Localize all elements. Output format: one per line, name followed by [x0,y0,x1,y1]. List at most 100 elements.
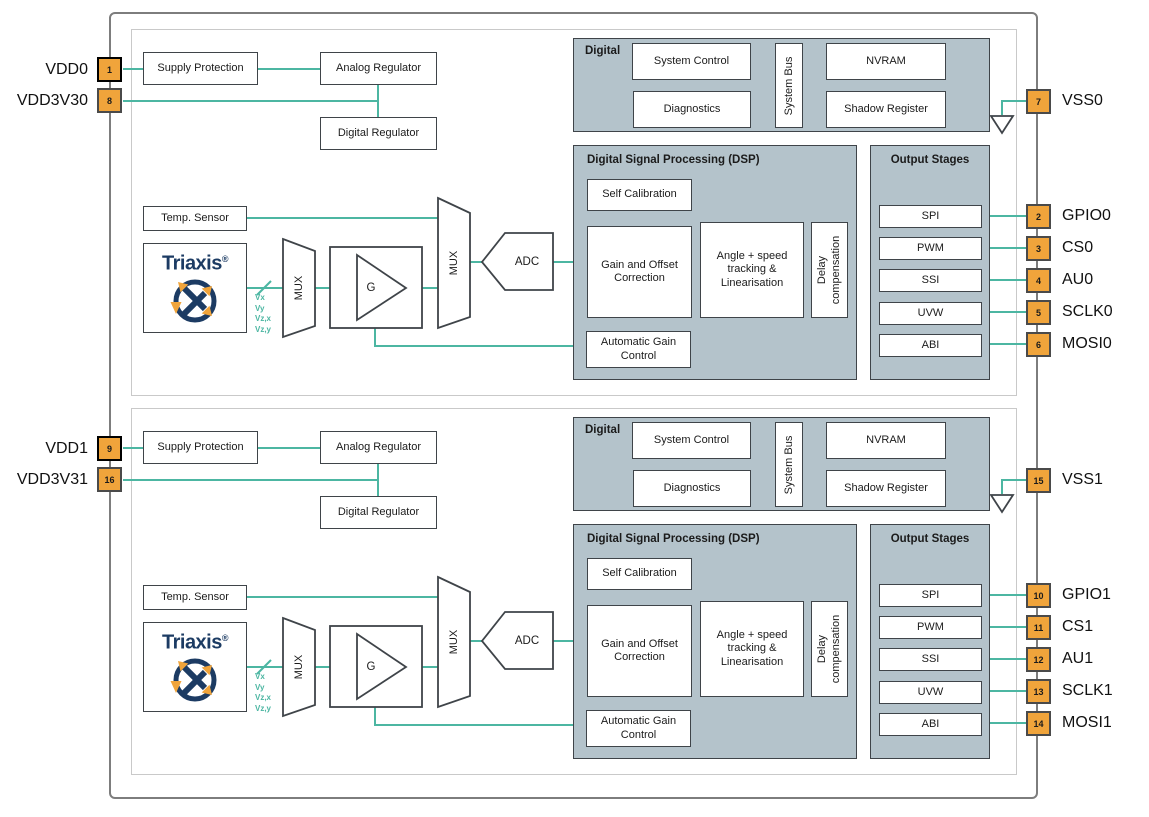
triaxis-wordmark: Triaxis [161,631,222,654]
delay-compensation-block [811,222,848,318]
delay-compensation-label: Delay compensation [815,222,845,318]
dsp-block-title: Digital Signal Processing (DSP) [587,533,760,545]
adc-label: ADC [514,256,540,268]
system-bus-block [775,43,803,128]
die-1: Supply Protection Analog Regulator Digit… [131,408,1017,775]
self-calibration-block: Self Calibration [587,179,692,211]
pin-number: 11 [1033,622,1044,633]
chip-outline [109,12,1038,799]
pin-number: 2 [1035,211,1041,222]
system-bus-block [775,422,803,507]
pin-number: 13 [1033,686,1044,697]
pin-label-au0: AU0 [1062,271,1094,288]
output-ssi: SSI [879,269,982,292]
output-spi: SPI [879,584,982,607]
pin-number: 3 [1035,243,1041,254]
pin-label-vdd3v31: VDD3V31 [16,471,88,488]
pin-number: 15 [1033,475,1044,486]
output-ssi: SSI [879,648,982,671]
pin-6: 6 [1026,332,1051,357]
signal-vzx: Vz,x [255,314,272,323]
output-uvw: UVW [879,302,982,325]
system-control-block: System Control [632,43,751,80]
pin-5: 5 [1026,300,1051,325]
delay-compensation-label: Delay compensation [815,601,845,697]
triaxis-logo-icon [170,279,217,323]
pin-number: 7 [1035,96,1041,107]
pin-number: 5 [1035,307,1041,318]
pin-1: 1 [97,57,122,82]
output-abi: ABI [879,334,982,357]
pin-8: 8 [97,88,122,113]
mux-front-label: MUX [293,275,305,301]
signal-vx: Vx [255,293,265,302]
analog-regulator-block: Analog Regulator [320,52,437,85]
system-bus-label: System Bus [783,435,795,495]
system-bus-label: System Bus [783,56,795,116]
output-stages-title: Output Stages [890,533,970,545]
output-pwm: PWM [879,237,982,260]
pin-label-mosi1: MOSI1 [1062,714,1112,731]
adc-label: ADC [514,635,540,647]
temp-sensor-block: Temp. Sensor [143,206,247,231]
nvram-block: NVRAM [826,43,946,80]
pin-number: 6 [1035,339,1041,350]
pin-15: 15 [1026,468,1051,493]
digital-regulator-block: Digital Regulator [320,117,437,150]
shadow-register-block: Shadow Register [826,91,946,128]
pin-number: 1 [106,64,112,75]
pin-label-gpio1: GPIO1 [1062,586,1111,603]
pin-number: 14 [1033,718,1044,729]
delay-label-line2: compensation [830,235,842,305]
pin-9: 9 [97,436,122,461]
gain-label: G [366,661,376,673]
output-stages-title: Output Stages [890,154,970,166]
diagnostics-block: Diagnostics [633,470,751,507]
pin-10: 10 [1026,583,1051,608]
pin-label-vdd1: VDD1 [45,440,88,457]
registered-mark: ® [221,632,229,643]
pin-label-vss0: VSS0 [1062,92,1103,109]
signal-labels: Vx Vy Vz,x Vz,y [255,672,271,714]
supply-protection-block: Supply Protection [143,431,258,464]
output-stages-block: Output Stages SPI PWM SSI UVW ABI [870,524,990,759]
dsp-block: Digital Signal Processing (DSP) Self Cal… [573,145,857,380]
digital-block-title: Digital [585,424,621,436]
pin-label-mosi0: MOSI0 [1062,335,1112,352]
signal-vy: Vy [255,303,265,313]
pin-number: 10 [1033,590,1044,601]
mux-front-label: MUX [293,654,305,680]
output-abi: ABI [879,713,982,736]
temp-sensor-block: Temp. Sensor [143,585,247,610]
triaxis-logo-icon [170,658,217,702]
pin-16: 16 [97,467,122,492]
output-stages-block: Output Stages SPI PWM SSI UVW ABI [870,145,990,380]
dsp-block: Digital Signal Processing (DSP) Self Cal… [573,524,857,759]
pin-7: 7 [1026,89,1051,114]
nvram-block: NVRAM [826,422,946,459]
pin-13: 13 [1026,679,1051,704]
signal-vzx: Vz,x [255,693,272,702]
self-calibration-block: Self Calibration [587,558,692,590]
pin-label-vdd0: VDD0 [45,61,88,78]
delay-label-line2: compensation [830,614,842,684]
dsp-block-title: Digital Signal Processing (DSP) [587,154,760,166]
delay-compensation-block [811,601,848,697]
digital-block: Digital System Control Diagnostics Syste… [573,417,990,511]
signal-vzy: Vz,y [255,703,272,713]
pin-label-sclk1: SCLK1 [1062,682,1113,699]
mux-adc-label: MUX [448,629,460,655]
digital-regulator-block: Digital Regulator [320,496,437,529]
signal-vy: Vy [255,682,265,692]
output-pwm: PWM [879,616,982,639]
pin-label-vss1: VSS1 [1062,471,1103,488]
supply-protection-block: Supply Protection [143,52,258,85]
pin-label-au1: AU1 [1062,650,1094,667]
triaxis-logo-text: Triaxis® [162,249,229,273]
pin-number: 4 [1035,275,1041,286]
gain-label: G [366,282,376,294]
signal-labels: Vx Vy Vz,x Vz,y [255,293,271,335]
pin-number: 16 [104,474,115,485]
pin-3: 3 [1026,236,1051,261]
